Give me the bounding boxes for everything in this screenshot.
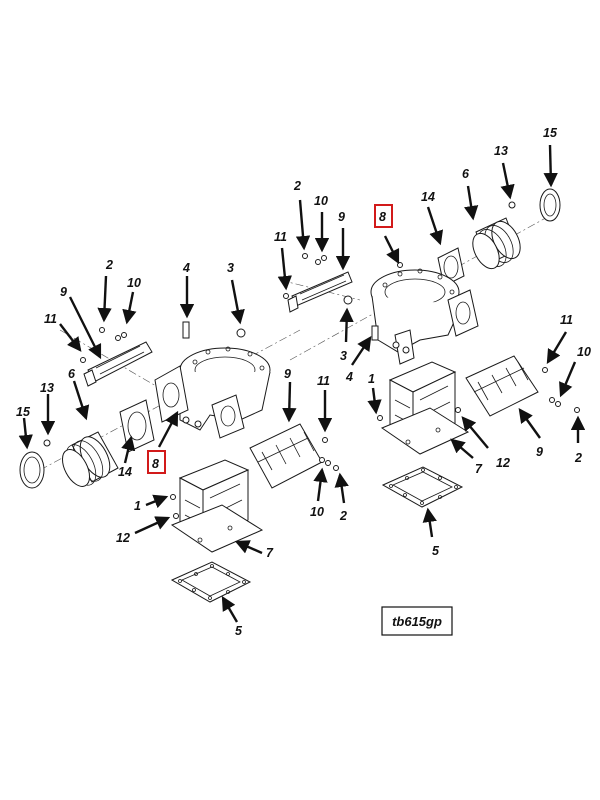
clamp-ring-left [19,451,45,489]
bellows-right [472,217,521,270]
callout-l-8: 8 [152,457,159,471]
callout-r-13: 13 [494,144,508,158]
callout-l-13: 13 [40,381,54,395]
heat-shield-right-lower [465,355,539,417]
callout-l-9b: 9 [284,367,291,381]
heat-shield-right [287,271,353,313]
callout-l-9: 9 [60,285,67,299]
callout-r-6: 6 [462,167,470,181]
callout-l-11: 11 [44,312,57,326]
right-assembly [283,188,580,508]
gasket-left [119,399,155,453]
callout-r-7: 7 [475,462,483,476]
callout-l-2: 2 [105,258,113,272]
callout-l-15: 15 [16,405,31,419]
riser-right [380,361,470,455]
base-gasket-right [381,466,464,508]
callout-r-1: 1 [368,372,375,386]
exhaust-elbow-right [370,262,479,365]
clamp-ring-right [539,188,561,222]
callout-l-3: 3 [227,261,234,275]
callout-r-10b: 10 [577,345,591,359]
figure-tag-text: tb615gp [392,614,442,629]
callout-l-10: 10 [127,276,141,290]
callout-r-11: 11 [274,230,287,244]
callout-l-1: 1 [134,499,141,513]
exhaust-elbow-left [154,346,271,439]
left-assembly [19,321,339,603]
heat-shield-left-lower [249,423,323,489]
callout-r-9b: 9 [536,445,543,459]
riser-left [170,459,264,553]
callout-l-12: 12 [116,531,130,545]
base-gasket-left [170,561,252,603]
callout-r-8: 8 [379,210,386,224]
callout-l-6: 6 [68,367,76,381]
callout-l-7: 7 [266,546,274,560]
highlight-box-right-8 [374,204,393,228]
callout-r-2b: 2 [574,451,582,465]
heat-shield-left [83,341,153,387]
bolt-13-left [43,439,51,447]
leader-arrows [18,144,586,623]
callout-l-10b: 10 [310,505,324,519]
callout-l-11b: 11 [317,374,330,388]
callout-r-11b: 11 [560,313,573,327]
callout-r-4: 4 [345,370,353,384]
callout-r-3: 3 [340,349,347,363]
callout-r-5: 5 [432,544,440,558]
figure-tag: tb615gp [381,606,453,636]
callout-l-2b: 2 [339,509,347,523]
callout-l-14: 14 [118,465,132,479]
callout-r-14: 14 [421,190,435,204]
callout-r-10: 10 [314,194,328,208]
callout-l-5: 5 [235,624,243,638]
callout-r-12: 12 [496,456,510,470]
callout-r-15: 15 [543,126,558,140]
bellows-left [61,431,119,487]
callout-labels: 2 10 9 11 6 13 15 14 8 4 3 1 12 7 5 9 11… [16,126,591,638]
highlight-box-left-8 [147,450,166,474]
callout-r-2: 2 [293,179,301,193]
callout-r-9: 9 [338,210,345,224]
callout-l-4: 4 [182,261,190,275]
